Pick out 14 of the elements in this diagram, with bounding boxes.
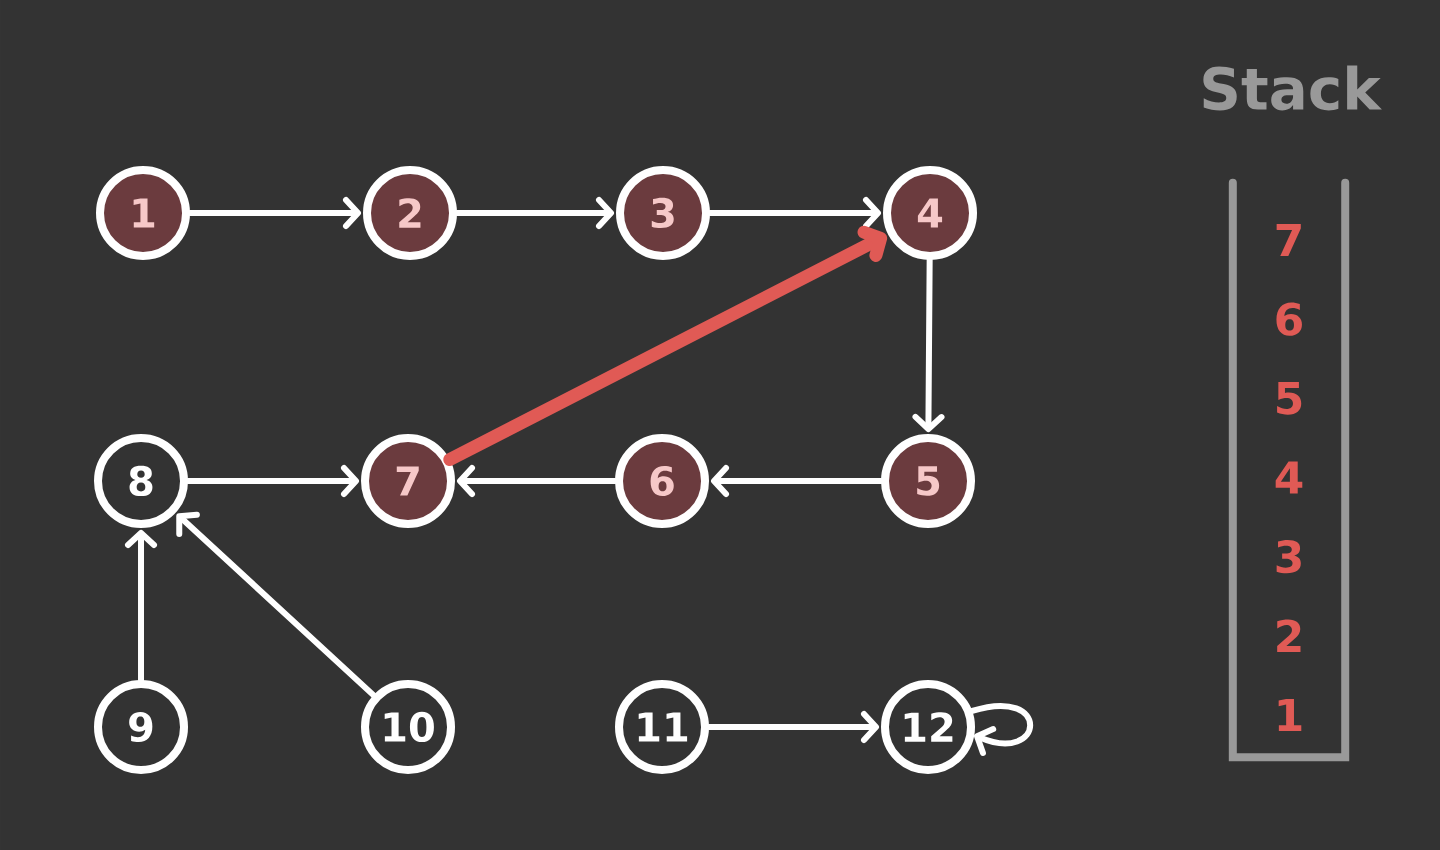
arrow bbox=[457, 465, 618, 497]
stack-title: Stack bbox=[1203, 65, 1382, 111]
arrow bbox=[443, 225, 888, 466]
arrow bbox=[125, 530, 157, 683]
arrow bbox=[454, 197, 614, 229]
arrow bbox=[185, 465, 359, 497]
arrow bbox=[969, 703, 1034, 756]
arrow bbox=[187, 197, 361, 229]
stack-container: 7 6 5 4 3 2 1 bbox=[1228, 178, 1350, 762]
arrow bbox=[176, 511, 377, 699]
arrow bbox=[711, 465, 884, 497]
arrow bbox=[912, 257, 945, 432]
arrow bbox=[707, 197, 881, 229]
arrow bbox=[706, 711, 879, 743]
